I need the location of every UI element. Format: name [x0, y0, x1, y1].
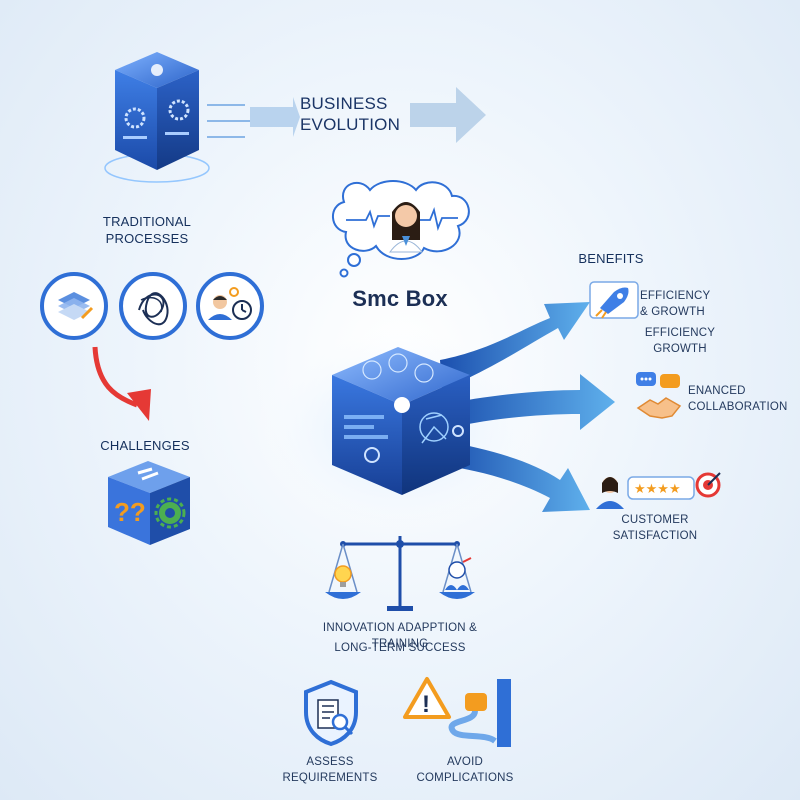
customer-satisfaction-label: CUSTOMER SATISFACTION [600, 512, 710, 544]
thought-bubble-doctor [332, 180, 470, 278]
evolution-arrow [410, 87, 486, 143]
business-evolution-line2: EVOLUTION [300, 115, 401, 134]
efficiency-card-line1: EFFICIENCY [640, 290, 711, 302]
rating-stars: ★★★★ [634, 482, 681, 497]
traditional-line2: PROCESSES [105, 231, 189, 246]
avoid-complications-label: AVOID COMPLICATIONS [416, 756, 514, 784]
red-down-arrow [92, 346, 151, 421]
rocket-card-icon [589, 281, 639, 319]
layered-documents-icon [40, 272, 108, 340]
efficiency-growth-label: EFFICIENCY GROWTH [640, 325, 720, 357]
challenges-label: CHALLENGES [100, 438, 190, 453]
smc-box-title: Smc Box [352, 286, 448, 311]
worker-clock-icon [196, 272, 264, 340]
customer-line1: CUSTOMER [621, 514, 689, 526]
shield-checklist-icon [304, 679, 358, 747]
efficiency-card-line2: & GROWTH [640, 306, 705, 318]
balance-scale-icon [325, 536, 475, 611]
challenges-cube: ?? [108, 461, 190, 545]
long-term-success-label: LONG-TERM SUCCESS [334, 642, 466, 654]
efficiency-card-text: EFFICIENCY & GROWTH [640, 288, 710, 320]
efficiency-line2: GROWTH [653, 343, 707, 355]
traditional-server-cube [104, 52, 210, 183]
smc-box-cube [332, 347, 470, 495]
efficiency-line1: EFFICIENCY [644, 327, 716, 339]
assess-requirements-label: ASSESS REQUIREMENTS [282, 756, 378, 784]
tangled-lines-icon [119, 272, 187, 340]
business-evolution-line1: BUSINESS [300, 94, 388, 113]
warning-exclamation: ! [422, 691, 430, 718]
handshake-chat-icon [636, 372, 682, 419]
benefit-arrows [440, 302, 615, 512]
collab-line2: COLLABORATION [688, 401, 788, 413]
question-marks-glyph: ?? [114, 497, 146, 527]
warning-path-icon: ! [403, 677, 511, 747]
customer-rating-icon: ★★★★ [596, 472, 721, 509]
innovation-label: INNOVATION ADAPPTION & TRAINING [322, 622, 478, 650]
customer-line2: SATISFACTION [612, 530, 698, 542]
connector-lines [207, 97, 300, 138]
traditional-line1: TRADITIONAL [102, 214, 192, 229]
traditional-processes-label: TRADITIONAL PROCESSES [82, 213, 212, 247]
collab-line1: ENANCED [688, 385, 746, 397]
benefits-heading: BENEFITS [578, 251, 644, 266]
business-evolution-label: BUSINESS EVOLUTION [300, 93, 400, 135]
collaboration-label: ENANCED COLLABORATION [688, 383, 788, 415]
